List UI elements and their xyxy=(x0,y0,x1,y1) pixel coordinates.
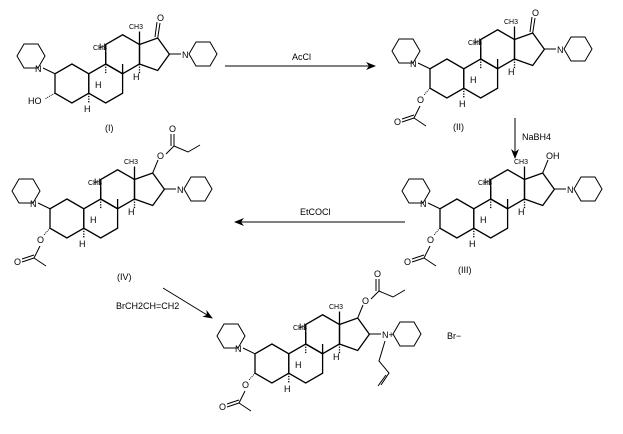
compound-label: (II) xyxy=(453,122,464,132)
reagent-label: AcCl xyxy=(292,52,311,62)
nitrogen-atom: N xyxy=(30,199,37,209)
ester-oxygen: O xyxy=(417,95,424,105)
compound-ii: CH3 CH3 N O O O N (II) xyxy=(391,8,593,132)
quaternary-nitrogen: N+ xyxy=(382,330,394,340)
nitrogen-atom: N xyxy=(182,50,189,60)
carbonyl-oxygen: O xyxy=(394,117,401,127)
methyl-label: CH3 xyxy=(93,45,107,52)
methyl-label: CH3 xyxy=(329,304,343,311)
methyl-label: CH3 xyxy=(468,40,482,47)
compound-iii: CH3 CH3 N O O OH N (III) xyxy=(401,151,603,275)
compound-iv: CH3 CH3 N O O O O N (IV) xyxy=(11,124,213,282)
methyl-label: CH3 xyxy=(293,325,307,332)
methyl-label: CH3 xyxy=(514,159,528,166)
reaction-arrow xyxy=(162,287,213,319)
carbonyl-oxygen: O xyxy=(219,402,226,412)
carbonyl-oxygen: O xyxy=(404,257,411,267)
methyl-label: CH3 xyxy=(88,180,102,187)
ketone-oxygen: O xyxy=(157,13,164,23)
compound-i: CH3 CH3 N HO O N (I) xyxy=(16,13,218,133)
reagent-label: NaBH4 xyxy=(522,132,551,142)
methyl-label: CH3 xyxy=(478,180,492,187)
reagent-label: EtCOCl xyxy=(300,207,331,217)
methyl-label: CH3 xyxy=(504,19,518,26)
ester-oxygen: O xyxy=(362,296,369,306)
ester-oxygen: O xyxy=(242,380,249,390)
nitrogen-atom: N xyxy=(235,344,242,354)
methyl-label: CH3 xyxy=(124,159,138,166)
carbonyl-oxygen: O xyxy=(14,257,21,267)
carbonyl-oxygen: O xyxy=(169,124,176,134)
reagent-label: BrCH2CH=CH2 xyxy=(116,301,179,311)
carbonyl-oxygen: O xyxy=(374,269,381,279)
nitrogen-atom: N xyxy=(410,59,417,69)
nitrogen-atom: N xyxy=(35,64,42,74)
hydroxy-group: HO xyxy=(28,96,42,106)
product-compound: CH3 CH3 N O O O O N+ Br− xyxy=(216,269,461,412)
nitrogen-atom: N xyxy=(177,185,184,195)
ester-oxygen: O xyxy=(157,151,164,161)
allyl-group xyxy=(378,340,390,386)
ester-oxygen: O xyxy=(427,235,434,245)
nitrogen-atom: N xyxy=(420,199,427,209)
methyl-label: CH3 xyxy=(129,24,143,31)
ketone-oxygen: O xyxy=(532,8,539,18)
ester-oxygen: O xyxy=(37,235,44,245)
compound-label: (III) xyxy=(458,265,472,275)
compound-label: (I) xyxy=(105,123,114,133)
nitrogen-atom: N xyxy=(567,185,574,195)
hydroxy-group: OH xyxy=(546,151,560,161)
compound-label: (IV) xyxy=(117,272,132,282)
nitrogen-atom: N xyxy=(557,45,564,55)
bromide-counterion: Br− xyxy=(447,331,461,341)
